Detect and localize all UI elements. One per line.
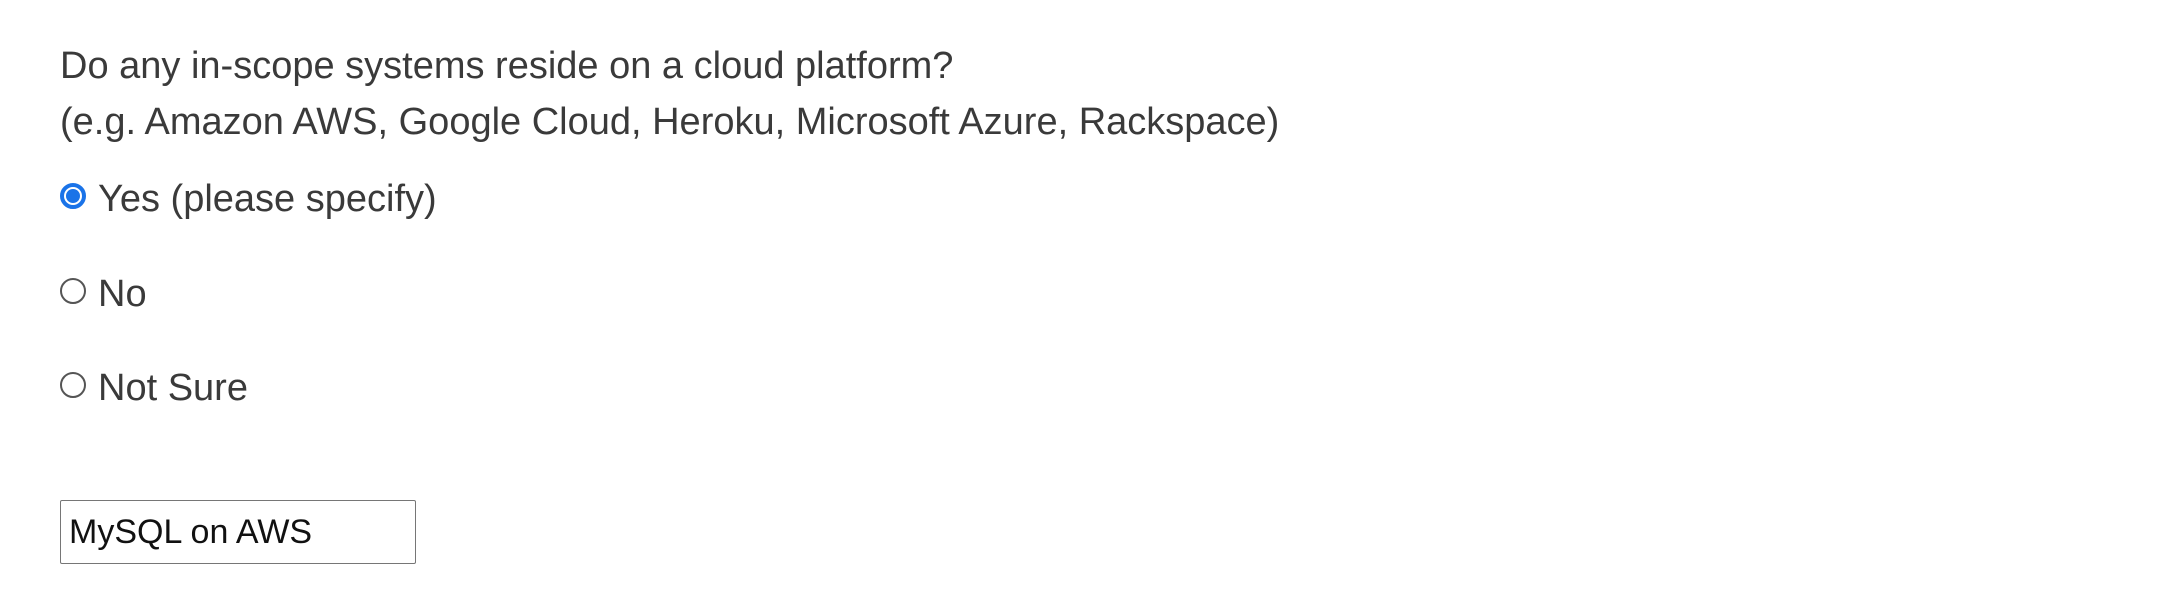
option-not-sure[interactable]: Not Sure xyxy=(60,362,248,414)
option-no[interactable]: No xyxy=(60,268,147,320)
question-line-2: (e.g. Amazon AWS, Google Cloud, Heroku, … xyxy=(60,101,1280,143)
specify-input[interactable] xyxy=(60,500,416,564)
option-not-sure-label: Not Sure xyxy=(98,366,248,409)
question-text: Do any in-scope systems reside on a clou… xyxy=(60,38,1279,150)
radio-not-sure[interactable] xyxy=(60,372,86,398)
radio-no[interactable] xyxy=(60,278,86,304)
radio-yes[interactable] xyxy=(60,183,86,209)
option-no-label: No xyxy=(98,272,147,315)
option-yes-label: Yes (please specify) xyxy=(98,177,437,220)
question-line-1: Do any in-scope systems reside on a clou… xyxy=(60,45,954,87)
option-yes[interactable]: Yes (please specify) xyxy=(60,173,437,225)
